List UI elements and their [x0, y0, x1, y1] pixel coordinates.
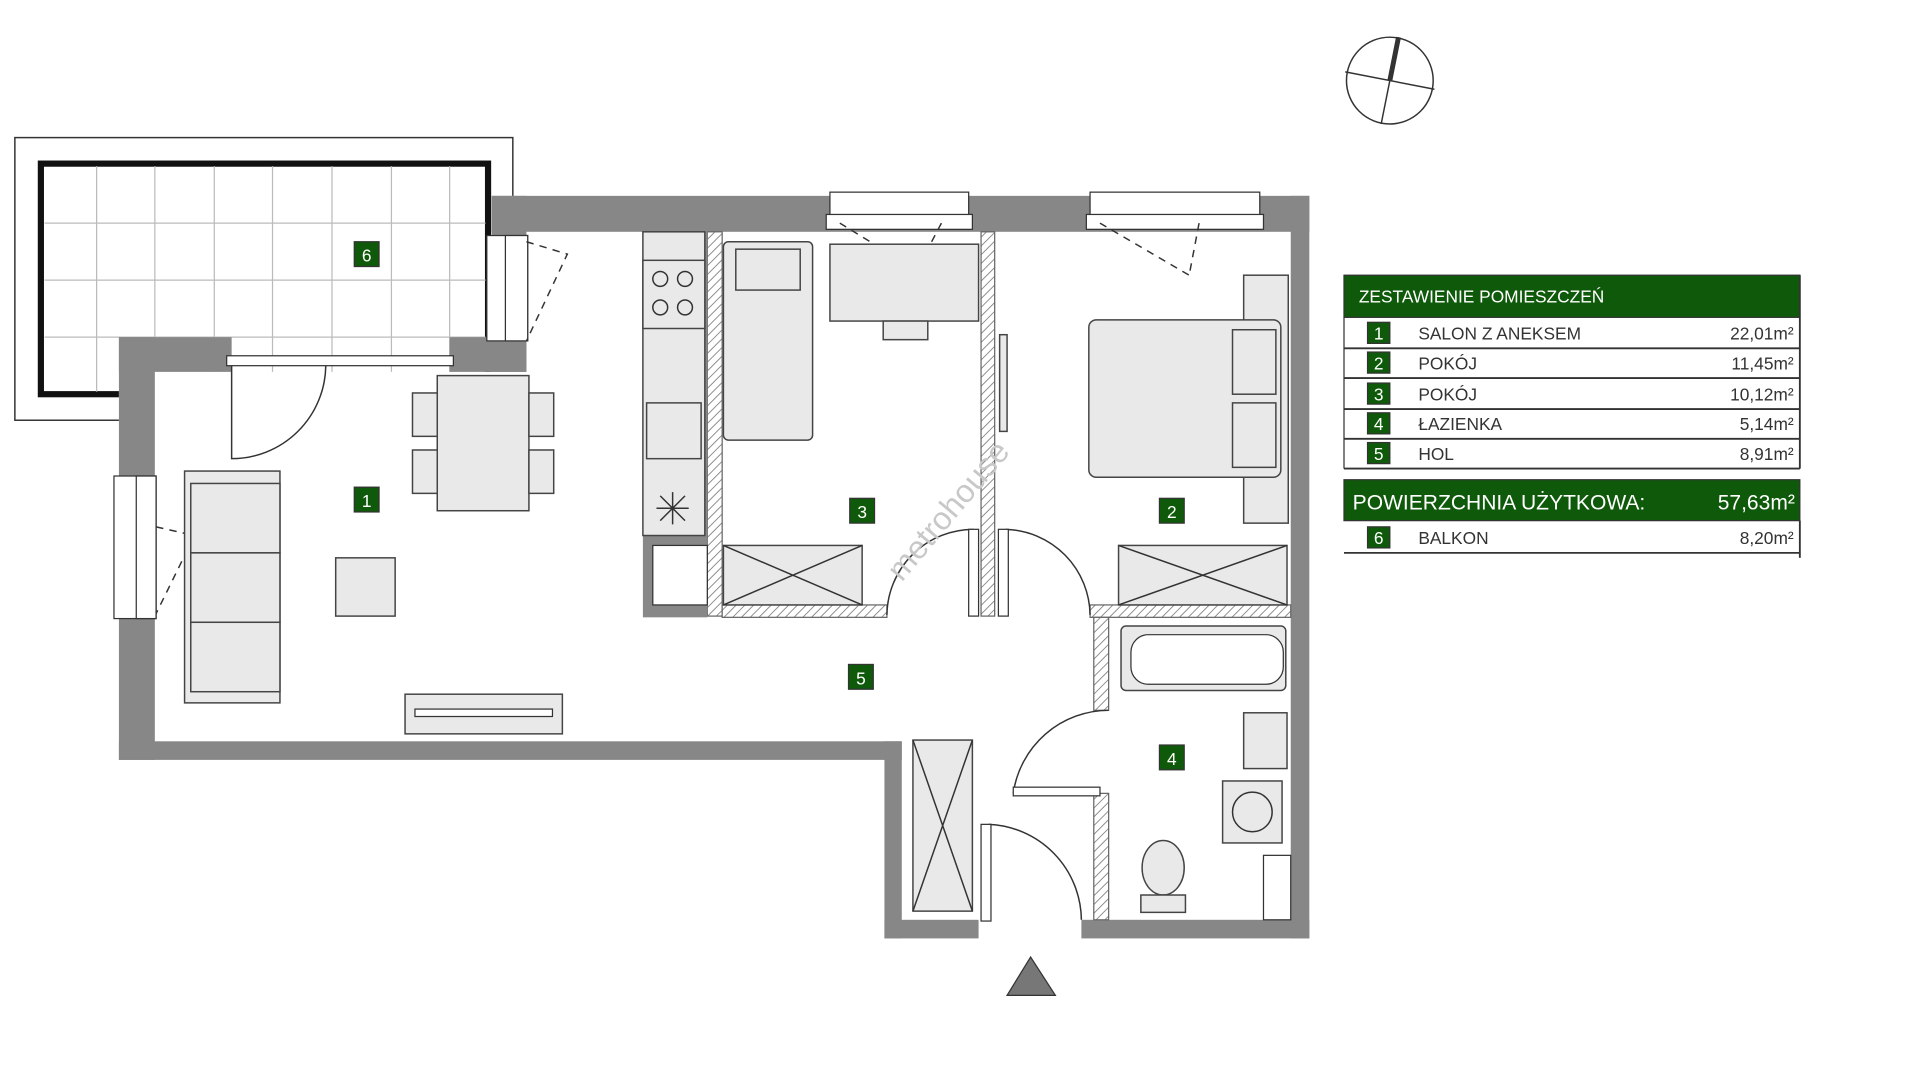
- svg-text:4: 4: [1374, 414, 1384, 434]
- doors: [230, 365, 1109, 922]
- table-title: ZESTAWIENIE POMIESZCZEŃ: [1359, 286, 1604, 306]
- compass-icon: [1345, 36, 1435, 125]
- table-row: 1 SALON Z ANEKSEM 22,01m²: [1344, 321, 1800, 350]
- table-row-balcony: 6 BALKON 8,20m²: [1344, 520, 1801, 558]
- table-row: 3 POKÓJ 10,12m²: [1344, 382, 1800, 411]
- room-tag-5: 5: [847, 663, 874, 690]
- svg-text:10,12m²: 10,12m²: [1730, 384, 1794, 404]
- svg-text:5: 5: [856, 668, 866, 688]
- room-summary-table: ZESTAWIENIE POMIESZCZEŃ 1 SALON Z ANEKSE…: [1343, 274, 1801, 558]
- svg-text:POKÓJ: POKÓJ: [1418, 384, 1477, 404]
- furniture: [183, 240, 1292, 921]
- kitchen: [642, 231, 708, 606]
- svg-text:2: 2: [1374, 353, 1384, 373]
- room-tag-2: 2: [1158, 497, 1185, 524]
- svg-text:1: 1: [362, 491, 372, 511]
- svg-text:HOL: HOL: [1418, 444, 1454, 464]
- room-tag-6: 6: [353, 241, 380, 268]
- svg-text:ŁAZIENKA: ŁAZIENKA: [1418, 414, 1502, 434]
- svg-text:8,20m²: 8,20m²: [1740, 528, 1794, 548]
- svg-text:6: 6: [1374, 528, 1384, 548]
- entrance-arrow-icon: [1005, 955, 1057, 997]
- table-row: 4 ŁAZIENKA 5,14m²: [1344, 412, 1800, 440]
- table-row: 5 HOL 8,91m²: [1344, 441, 1800, 470]
- room-tag-3: 3: [849, 497, 876, 524]
- svg-text:1: 1: [1374, 324, 1384, 344]
- windows: [113, 191, 1265, 620]
- svg-text:BALKON: BALKON: [1418, 528, 1488, 548]
- room-tag-1: 1: [353, 486, 380, 513]
- room-tag-4: 4: [1158, 744, 1185, 771]
- svg-text:3: 3: [857, 502, 867, 522]
- svg-text:POKÓJ: POKÓJ: [1418, 353, 1477, 373]
- svg-text:2: 2: [1167, 502, 1177, 522]
- total-area-label: POWIERZCHNIA UŻYTKOWA:: [1353, 491, 1646, 514]
- total-area-value: 57,63m²: [1718, 491, 1795, 514]
- table-row: 2 POKÓJ 11,45m²: [1344, 351, 1800, 380]
- svg-text:SALON Z ANEKSEM: SALON Z ANEKSEM: [1418, 324, 1581, 344]
- svg-text:11,45m²: 11,45m²: [1731, 353, 1793, 373]
- svg-text:3: 3: [1374, 384, 1384, 404]
- svg-text:4: 4: [1167, 749, 1177, 769]
- svg-text:6: 6: [362, 246, 372, 266]
- svg-text:8,91m²: 8,91m²: [1740, 444, 1794, 464]
- svg-text:22,01m²: 22,01m²: [1730, 324, 1794, 344]
- svg-text:5: 5: [1374, 444, 1384, 464]
- svg-text:5,14m²: 5,14m²: [1740, 414, 1794, 434]
